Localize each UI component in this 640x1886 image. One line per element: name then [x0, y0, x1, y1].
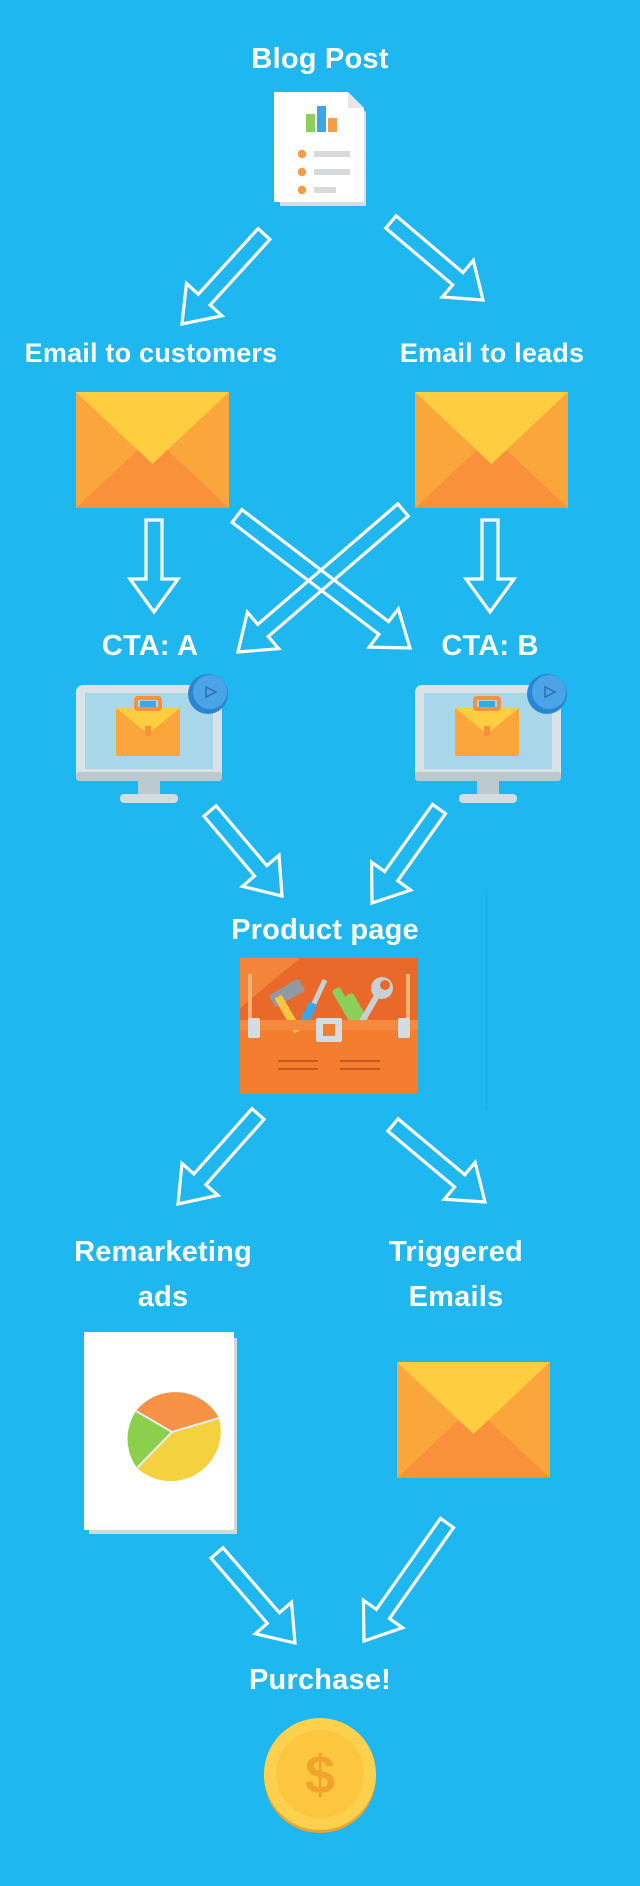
- flow-arrow-9: [176, 1106, 267, 1207]
- envelope-icon: [397, 1362, 550, 1478]
- flow-arrow-7: [201, 803, 284, 899]
- node-label-remarketing-ads-line1: Remarketing: [74, 1236, 252, 1268]
- dollar-coin-icon: $: [262, 1717, 378, 1835]
- flow-arrow-8: [369, 802, 448, 906]
- flow-arrow-1: [180, 226, 273, 327]
- toolbox-icon: [240, 958, 418, 1094]
- node-label-triggered-emails-line2: Emails: [408, 1281, 504, 1313]
- pie-chart-document-icon: [84, 1332, 238, 1534]
- node-label-remarketing-ads-line2: ads: [137, 1281, 189, 1313]
- node-label-cta-b: CTA: B: [441, 630, 539, 662]
- node-label-email-to-customers: Email to customers: [24, 338, 278, 368]
- flow-arrow-11: [208, 1545, 297, 1646]
- node-label-triggered-emails-line1: Triggered: [389, 1236, 523, 1268]
- node-label-product-page: Product page: [231, 914, 419, 946]
- flow-arrow-6: [462, 518, 518, 615]
- envelope-icon: [76, 392, 229, 508]
- flow-arrow-5: [235, 501, 411, 654]
- node-label-email-to-leads: Email to leads: [399, 338, 585, 368]
- flow-arrow-12: [361, 1516, 456, 1644]
- monitor-cta-icon: [76, 672, 236, 808]
- blog-document-icon: [270, 90, 374, 214]
- monitor-cta-icon: [415, 672, 575, 808]
- faint-divider-line: [486, 895, 487, 1110]
- node-label-purchase: Purchase!: [248, 1664, 392, 1696]
- flow-arrow-4: [229, 507, 413, 650]
- flow-arrow-10: [385, 1116, 488, 1204]
- flow-arrow-3: [126, 518, 182, 615]
- dollar-symbol: $: [305, 1745, 335, 1805]
- envelope-icon: [415, 392, 568, 508]
- node-label-cta-a: CTA: A: [101, 630, 199, 662]
- flow-arrow-2: [383, 213, 486, 302]
- node-label-blog-post: Blog Post: [251, 43, 389, 75]
